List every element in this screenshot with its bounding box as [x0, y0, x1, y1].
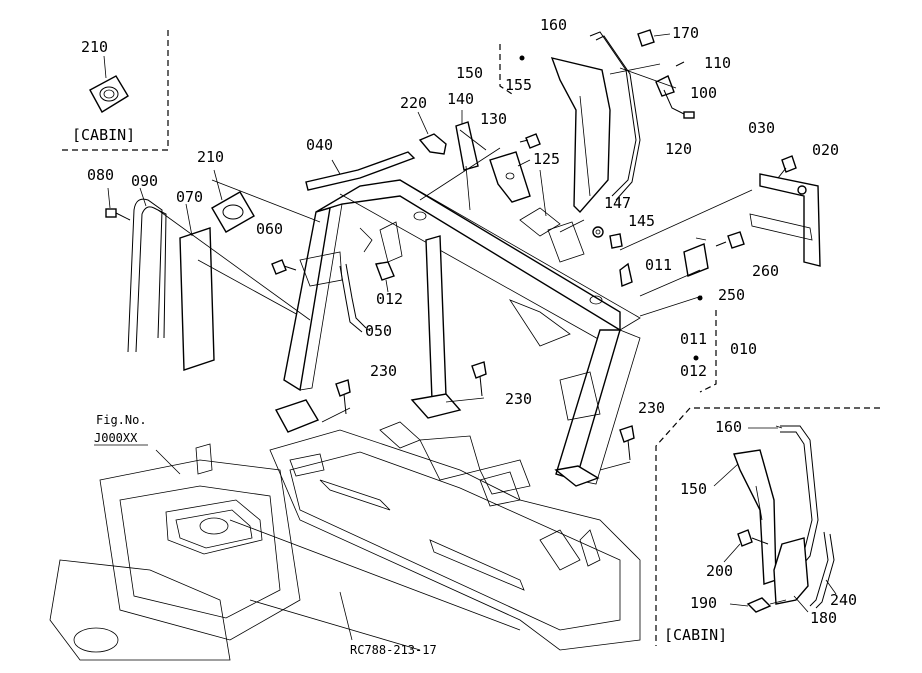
label-130: 130 — [480, 110, 507, 128]
label-010: 010 — [730, 340, 757, 358]
part-040-hose — [305, 151, 416, 191]
part-011-clip — [619, 262, 633, 287]
inset-border — [60, 30, 169, 151]
label-030: 030 — [748, 119, 775, 137]
inset-part-150-bracket — [733, 449, 777, 585]
label-160: 160 — [540, 16, 567, 34]
inset-label-190: 190 — [690, 594, 717, 612]
label-260: 260 — [752, 262, 779, 280]
inset-label-200: 200 — [706, 562, 733, 580]
inset-caption-cabin-bottom: [CABIN] — [664, 626, 727, 644]
label-012-right: 012 — [680, 362, 707, 380]
label-230-a: 230 — [370, 362, 397, 380]
label-090: 090 — [131, 172, 158, 190]
part-220-bracket — [417, 111, 447, 155]
label-080: 080 — [87, 166, 114, 184]
cabin-inset-bottom-right — [655, 407, 880, 646]
machine-base — [49, 421, 641, 661]
part-170-bolt — [637, 29, 671, 47]
label-210-inset: 210 — [81, 38, 108, 56]
inset-label-150: 150 — [680, 480, 707, 498]
label-011-upper: 011 — [645, 256, 672, 274]
label-070: 070 — [176, 188, 203, 206]
figure-ref-line1: Fig.No. — [96, 413, 147, 427]
part-147-145-washer-bolt — [592, 226, 623, 249]
label-230-b: 230 — [505, 390, 532, 408]
label-170: 170 — [672, 24, 699, 42]
part-230-bolt-b — [471, 361, 487, 397]
label-155: 155 — [505, 76, 532, 94]
inset-label-160: 160 — [715, 418, 742, 436]
inset-part-240-rod — [809, 531, 835, 609]
inset-caption-cabin-top: [CABIN] — [72, 126, 135, 144]
part-030-bolt — [777, 155, 797, 179]
main-frame — [274, 179, 641, 487]
label-210: 210 — [197, 148, 224, 166]
inset-part-180-plate — [773, 537, 809, 605]
label-145: 145 — [628, 212, 655, 230]
label-040: 040 — [306, 136, 333, 154]
part-260-bolt — [715, 231, 745, 249]
inset-label-240: 240 — [830, 591, 857, 609]
part-130-bolt — [519, 133, 541, 149]
label-050: 050 — [365, 322, 392, 340]
leader-lines — [155, 63, 753, 475]
part-080-bolt — [105, 187, 131, 221]
drawing-code: RC788-213-17 — [350, 643, 437, 657]
part-labels: 210 [CABIN] 080 090 070 210 060 040 220 … — [72, 16, 857, 657]
label-012-left: 012 — [376, 290, 403, 308]
cabin-inset-top-left — [60, 30, 169, 151]
inset-label-180: 180 — [810, 609, 837, 627]
part-250-plate — [683, 237, 709, 277]
part-012-clip — [375, 261, 395, 293]
label-250: 250 — [718, 286, 745, 304]
inset-part-200-bolt — [737, 529, 769, 547]
inset-border — [655, 407, 880, 646]
label-230-c: 230 — [638, 399, 665, 417]
part-230-bolt-c — [619, 425, 635, 461]
part-050-cable — [339, 263, 373, 333]
group-010-bracket-line — [699, 310, 717, 393]
label-150: 150 — [456, 64, 483, 82]
figure-ref-line2: J000XX — [94, 431, 138, 445]
label-060: 060 — [256, 220, 283, 238]
part-100-switch — [655, 61, 695, 119]
part-125-bracket — [489, 151, 531, 203]
label-110: 110 — [704, 54, 731, 72]
part-230-bolt-a — [335, 379, 351, 415]
label-100: 100 — [690, 84, 717, 102]
part-150-lever-bracket — [499, 44, 611, 214]
part-090-u-bolt — [127, 187, 167, 353]
part-160-lever — [589, 31, 641, 201]
part-060-bolt — [271, 259, 297, 275]
label-140: 140 — [447, 90, 474, 108]
label-147: 147 — [604, 194, 631, 212]
label-011-lower: 011 — [680, 330, 707, 348]
part-020-bracket — [749, 173, 821, 267]
part-070-plate — [179, 203, 301, 371]
part-210-gasket-inset — [89, 75, 129, 113]
label-125: 125 — [533, 150, 560, 168]
inset-leader-lines — [713, 427, 837, 613]
inset-part-190-bolt — [746, 597, 787, 613]
label-020: 020 — [812, 141, 839, 159]
label-120: 120 — [665, 140, 692, 158]
part-140-plate — [455, 110, 479, 171]
part-210-gasket — [211, 169, 255, 233]
label-220: 220 — [400, 94, 427, 112]
